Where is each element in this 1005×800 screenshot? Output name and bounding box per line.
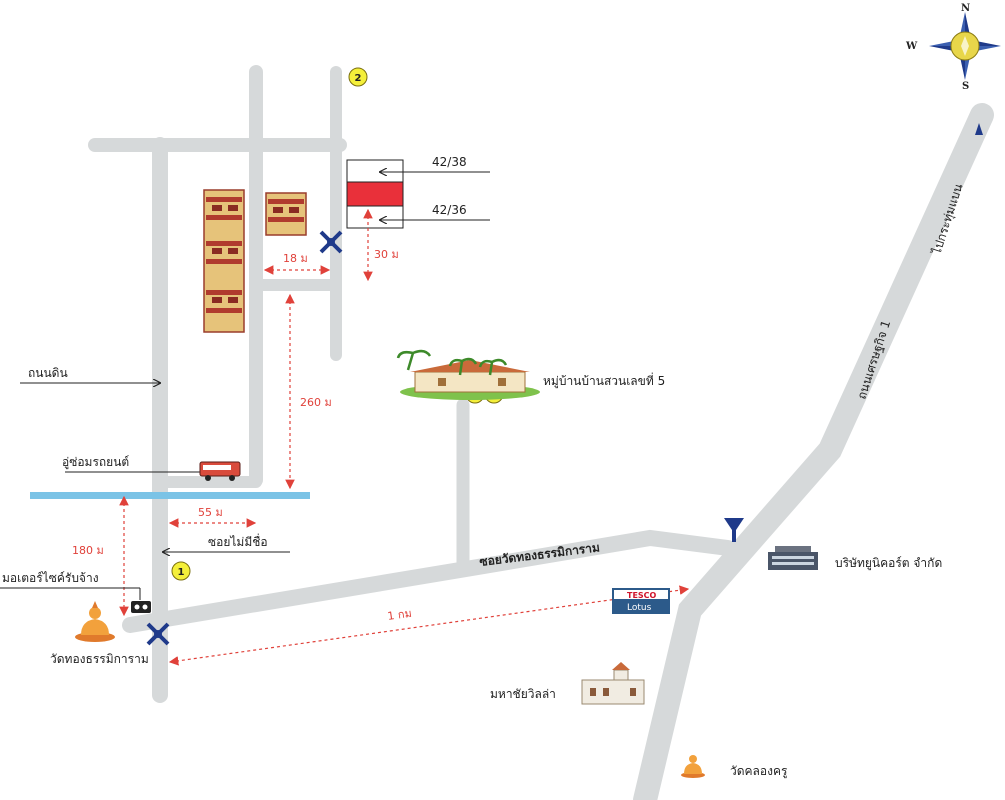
unnamed-soi-label: ซอยไม่มีชื่อ: [208, 533, 268, 549]
compass-west: W: [905, 41, 918, 52]
dirt-road-label: ถนนดิน: [28, 366, 68, 380]
dimensions: [119, 208, 690, 666]
intersection-icon-bottom: [146, 622, 170, 646]
plot-label-42-36: 42/36: [432, 203, 467, 217]
wat-khlong-khru-label: วัดคลองครู: [730, 764, 788, 779]
marker-1: 1: [171, 561, 191, 581]
plot-42-36: [346, 205, 404, 229]
dim-18-label: 18 ม: [283, 252, 308, 265]
plot-label-42-38: 42/38: [432, 155, 467, 169]
buddha-icon-small: [681, 755, 705, 778]
svg-text:2: 2: [355, 73, 362, 84]
compass-north: N: [961, 3, 970, 14]
dim-1km-label: 1 กม: [387, 607, 413, 623]
dim-55-label: 55 ม: [198, 506, 223, 519]
marker-2: 2: [348, 67, 368, 87]
truck-icon: [199, 461, 241, 481]
svg-text:Lotus: Lotus: [627, 603, 652, 613]
main-highway: [633, 103, 994, 800]
wat-thong-label: วัดทองธรรมิการาม: [50, 652, 149, 666]
dim-260-label: 260 ม: [300, 396, 332, 409]
dim-180-label: 180 ม: [72, 544, 104, 557]
canal: [30, 492, 310, 499]
compass-rose: [929, 12, 1001, 80]
compass-south: S: [962, 81, 969, 92]
car-repair-label: อู่ซ่อมรถยนต์: [62, 455, 129, 470]
dim-30-label: 30 ม: [374, 248, 399, 261]
company-label: บริษัทยูนิคอร์ต จำกัด: [835, 556, 942, 571]
tesco-lotus-logo: TESCO Lotus: [612, 588, 670, 614]
svg-text:1: 1: [178, 567, 185, 578]
motorbike-icon: [131, 601, 151, 613]
intersection-icon-top: [319, 230, 343, 254]
buddha-icon: [75, 601, 115, 642]
factory-icon: [768, 546, 818, 570]
townhouses: [203, 189, 307, 333]
townhouse-block-left: [203, 189, 245, 333]
villa-icon: [581, 662, 645, 705]
plot-42-38: [346, 159, 404, 183]
highway-direction-arrow: [975, 123, 983, 135]
plots: 42/38 42/36: [346, 155, 490, 229]
mahachai-villa-label: มหาชัยวิลล่า: [490, 687, 556, 701]
motorbike-taxi-label: มอเตอร์ไซค์รับจ้าง: [2, 571, 99, 585]
plot-highlight: [346, 181, 404, 207]
svg-text:TESCO: TESCO: [627, 591, 657, 600]
village-icon: [396, 349, 540, 400]
village-label: หมู่บ้านบ้านสวนเลขที่ 5: [543, 372, 665, 389]
intersection-icon-highway: [724, 518, 744, 542]
townhouse-block-right: [265, 192, 307, 236]
